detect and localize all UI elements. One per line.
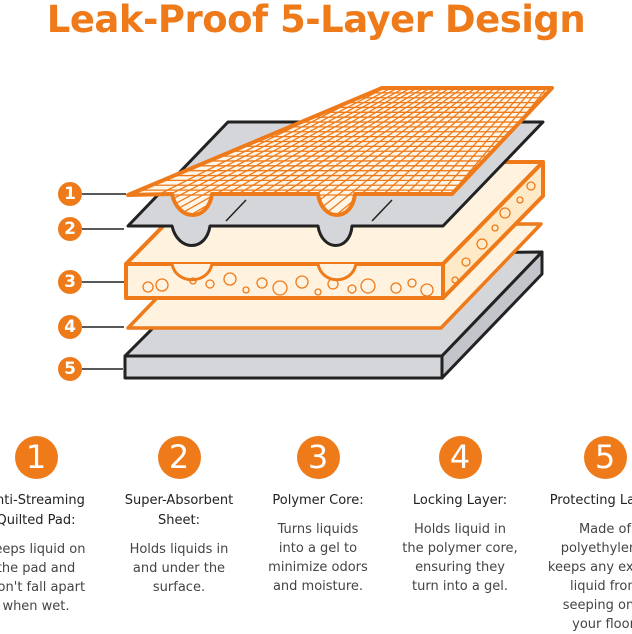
layer-badge-5: 5	[583, 436, 627, 479]
layer-description-2: 2 Super-Absorbent Sheet: Holds liquids i…	[109, 436, 249, 597]
layer-description-3: 3 Polymer Core: Turns liquids into a gel…	[248, 436, 388, 596]
diagram-label-5: 5	[58, 357, 82, 381]
layer-description-4: 4 Locking Layer: Holds liquid in the pol…	[390, 436, 530, 596]
diagram-label-2: 2	[58, 217, 82, 241]
layer-badge-4: 4	[438, 436, 482, 479]
layer-badge-3: 3	[296, 436, 340, 479]
layer-badge-2: 2	[157, 436, 201, 479]
layer-heading-5: Protecting Layer:	[549, 493, 632, 508]
layer-text-1: Keeps liquid on the pad and won't fall a…	[0, 542, 86, 614]
layer-heading-2: Super-Absorbent Sheet:	[124, 493, 234, 528]
layer-heading-4: Locking Layer:	[412, 493, 508, 508]
diagram-label-3: 3	[58, 270, 82, 294]
layer-heading-1: Anti-Streaming Quilted Pad:	[0, 493, 85, 528]
layer-description-5: 5 Protecting Layer: Made of polyethylene…	[535, 436, 632, 634]
layer-badge-1: 1	[14, 436, 58, 479]
layer-description-1: 1 Anti-Streaming Quilted Pad: Keeps liqu…	[0, 436, 106, 616]
layer-heading-3: Polymer Core:	[272, 493, 364, 508]
diagram-label-4: 4	[58, 315, 82, 339]
layer-text-3: Turns liquids into a gel to minimize odo…	[268, 522, 368, 594]
layer-text-4: Holds liquid in the polymer core, ensuri…	[402, 522, 518, 594]
layer-text-2: Holds liquids in and under the surface.	[129, 542, 229, 595]
page-title: Leak-Proof 5-Layer Design	[46, 0, 586, 41]
leader-lines	[82, 193, 126, 370]
diagram-label-1: 1	[58, 182, 82, 206]
layer-text-5: Made of polyethylene, keeps any excess l…	[547, 522, 632, 632]
layers-diagram	[82, 86, 554, 380]
